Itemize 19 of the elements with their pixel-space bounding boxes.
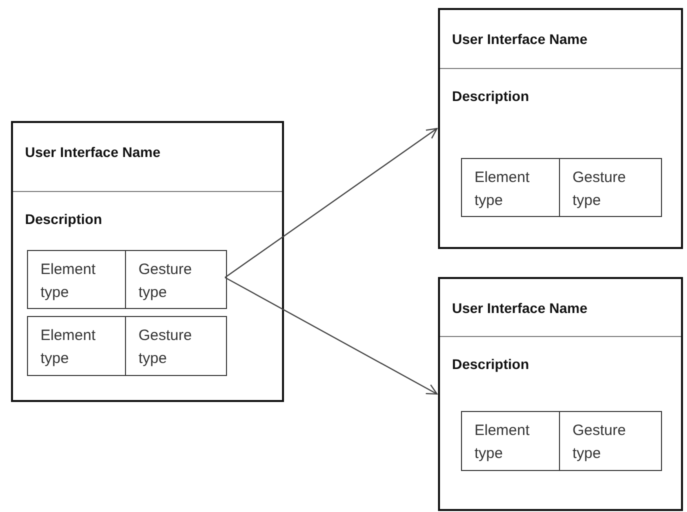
cell-text: Element type <box>474 168 531 210</box>
cell-text: Element type <box>474 420 531 464</box>
cell-text: Element type <box>40 326 97 368</box>
arrow <box>224 128 438 278</box>
card-title: User Interface Name <box>25 143 160 162</box>
card-description: Description <box>25 210 102 229</box>
cell-text: Gesture type <box>138 260 193 302</box>
interface-card <box>438 8 683 249</box>
card-title: User Interface Name <box>452 30 588 49</box>
arrow <box>224 276 438 395</box>
interface-card <box>438 277 683 511</box>
card-title: User Interface Name <box>452 299 588 318</box>
cell-text: Element type <box>40 260 97 302</box>
cell-text: Gesture type <box>572 420 627 464</box>
cell-text: Gesture type <box>572 168 627 210</box>
interface-card <box>11 121 284 402</box>
card-description: Description <box>452 355 530 374</box>
cell-text: Gesture type <box>138 326 193 368</box>
card-description: Description <box>452 87 530 106</box>
